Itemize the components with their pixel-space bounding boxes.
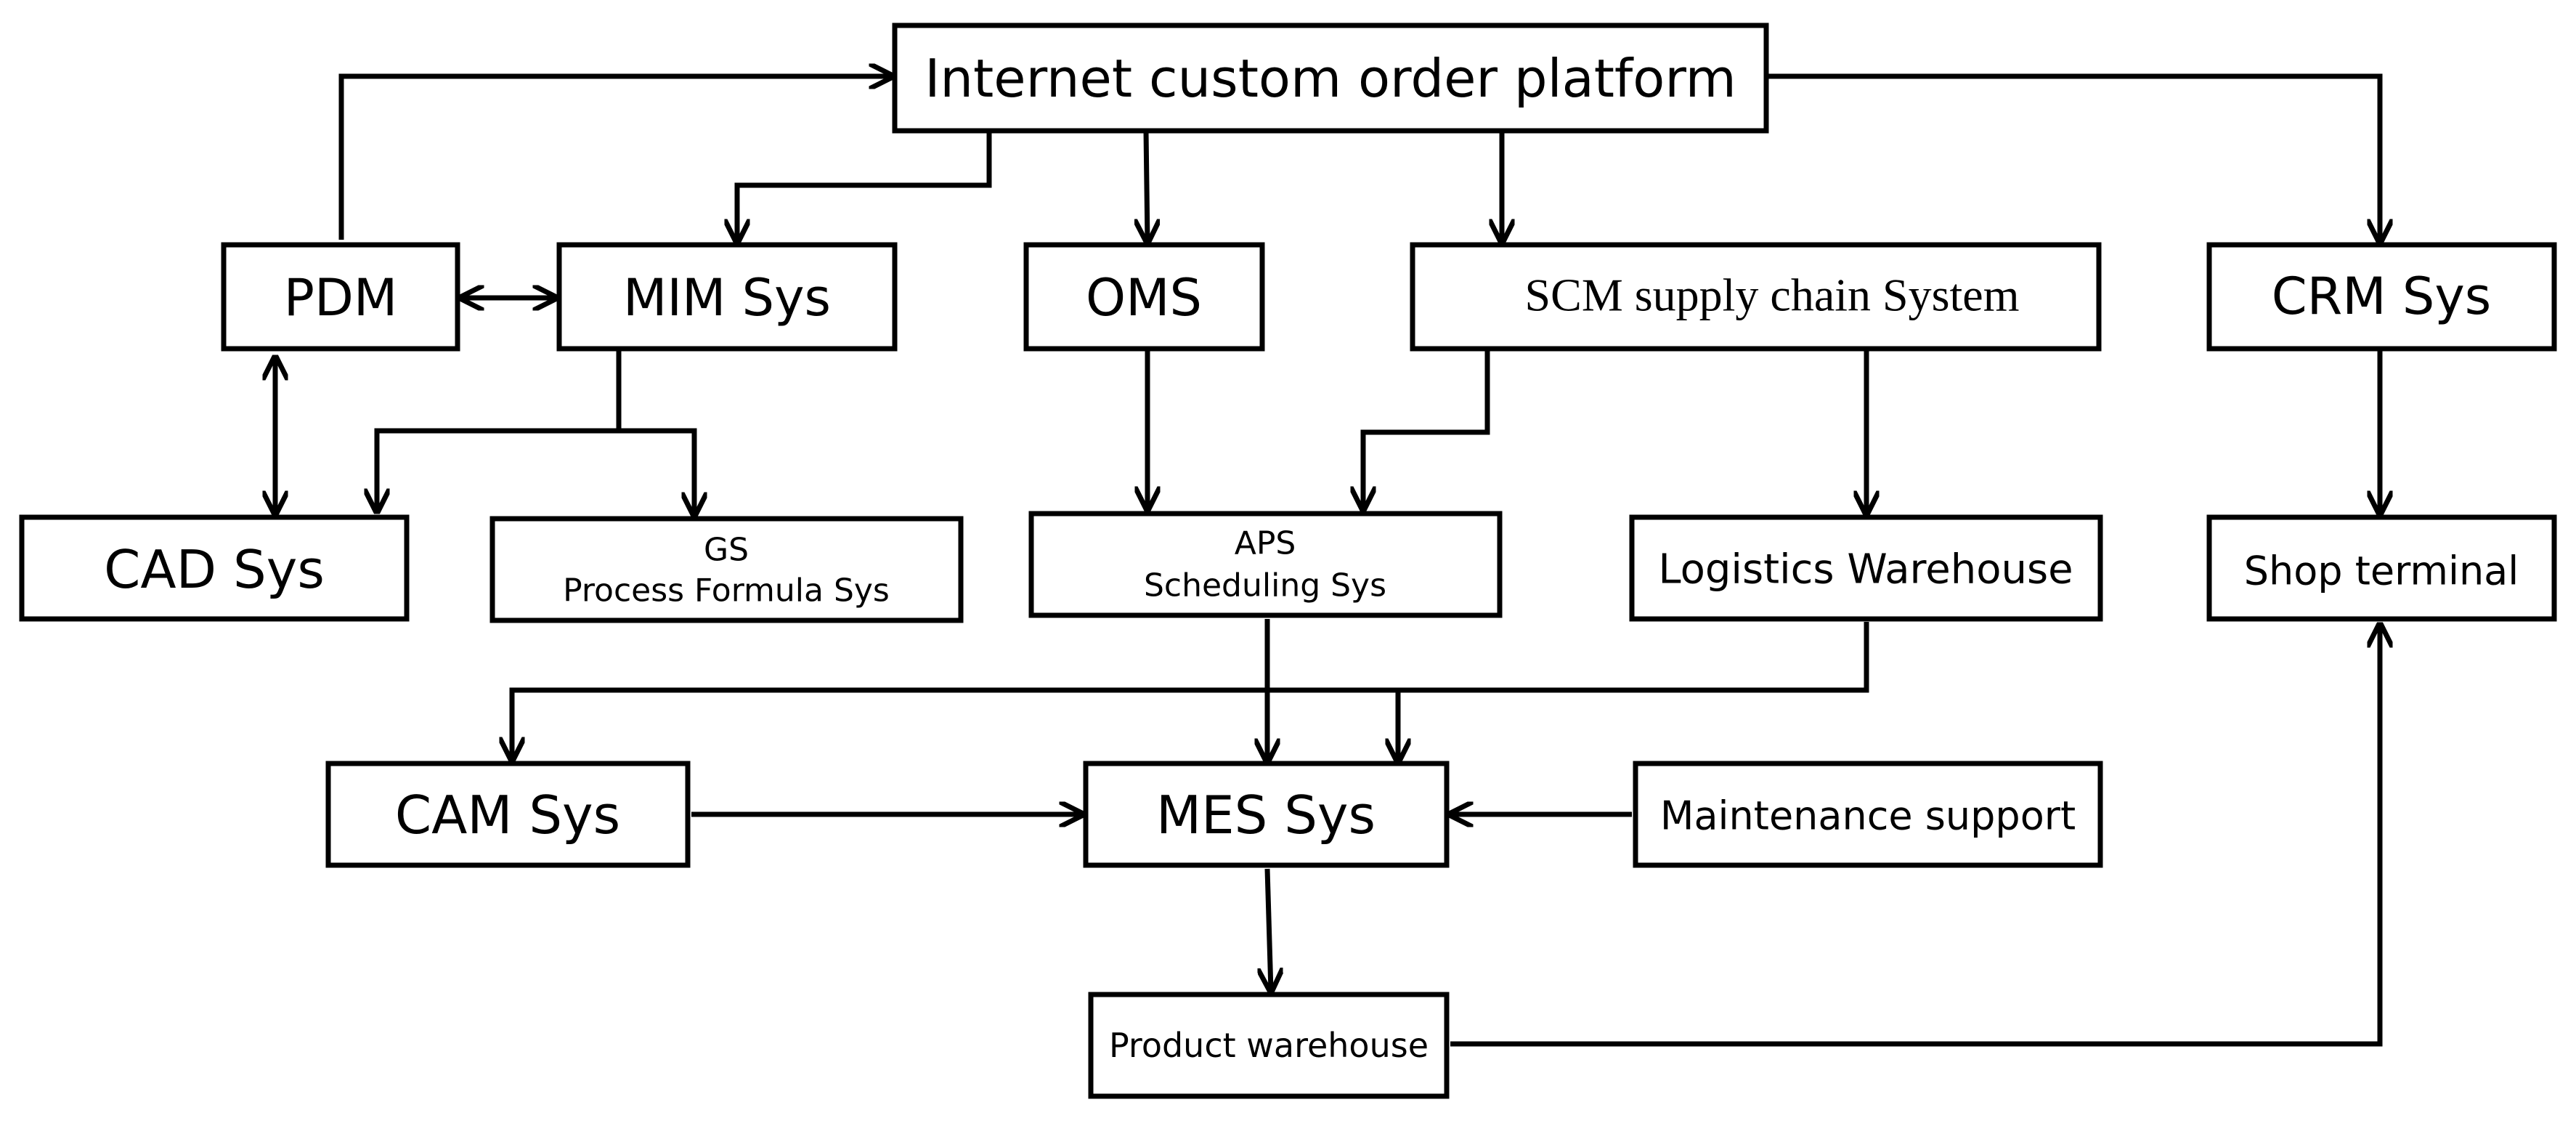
- arrow-pdm-to-internet: [338, 76, 892, 240]
- node-maintenance-support: Maintenance support: [1633, 761, 2103, 868]
- node-label-line2: Scheduling Sys: [1144, 567, 1386, 604]
- arrow-internet-to-crm: [1766, 73, 2380, 242]
- node-shop-terminal: Shop terminal: [2206, 514, 2557, 622]
- node-label: Logistics Warehouse: [1658, 546, 2073, 594]
- node-label-line1: APS: [1235, 525, 1296, 562]
- arrow-logistics-to-cam: [512, 687, 1398, 760]
- connectors: [275, 73, 2380, 1047]
- node-logistics-warehouse: Logistics Warehouse: [1629, 514, 2103, 622]
- arrow-scm-to-aps: [1363, 349, 1490, 509]
- node-mes-sys: MES Sys: [1083, 761, 1450, 868]
- node-label: Internet custom order platform: [925, 48, 1736, 109]
- node-label: SCM supply chain System: [1525, 270, 2020, 321]
- node-label: MES Sys: [1156, 785, 1376, 846]
- arrow-mes-to-product-warehouse: [1267, 868, 1271, 991]
- node-label: Shop terminal: [2244, 548, 2519, 594]
- node-scm: SCM supply chain System: [1410, 242, 2102, 352]
- node-pdm: PDM: [221, 242, 460, 352]
- node-label: MIM Sys: [623, 268, 831, 328]
- node-cam-sys: CAM Sys: [325, 761, 691, 868]
- node-label: CAM Sys: [395, 785, 620, 846]
- arrow-product-warehouse-to-shop: [1450, 625, 2380, 1047]
- node-label-line2: Process Formula Sys: [563, 572, 890, 609]
- node-label: Product warehouse: [1109, 1026, 1429, 1065]
- node-oms: OMS: [1023, 242, 1265, 352]
- arrow-internet-to-mim: [737, 131, 992, 242]
- node-gs-process-formula-sys: GS Process Formula Sys: [489, 516, 964, 623]
- node-mim-sys: MIM Sys: [556, 242, 898, 352]
- node-label: Maintenance support: [1660, 793, 2076, 839]
- arrow-internet-to-oms: [1146, 130, 1147, 242]
- node-product-warehouse: Product warehouse: [1088, 992, 1450, 1099]
- node-aps-scheduling-sys: APS Scheduling Sys: [1028, 511, 1503, 618]
- node-label: PDM: [284, 268, 398, 328]
- node-internet-platform: Internet custom order platform: [892, 23, 1769, 134]
- node-label: CAD Sys: [104, 539, 325, 600]
- arrow-mim-to-gs: [619, 428, 694, 515]
- node-cad-sys: CAD Sys: [19, 514, 410, 622]
- node-label: OMS: [1086, 268, 1202, 328]
- arrow-mim-to-cad: [377, 349, 622, 511]
- node-label: CRM Sys: [2272, 267, 2492, 326]
- arrow-logistics-to-mes: [1398, 622, 1869, 761]
- node-crm-sys: CRM Sys: [2206, 242, 2557, 352]
- node-label-line1: GS: [704, 532, 749, 569]
